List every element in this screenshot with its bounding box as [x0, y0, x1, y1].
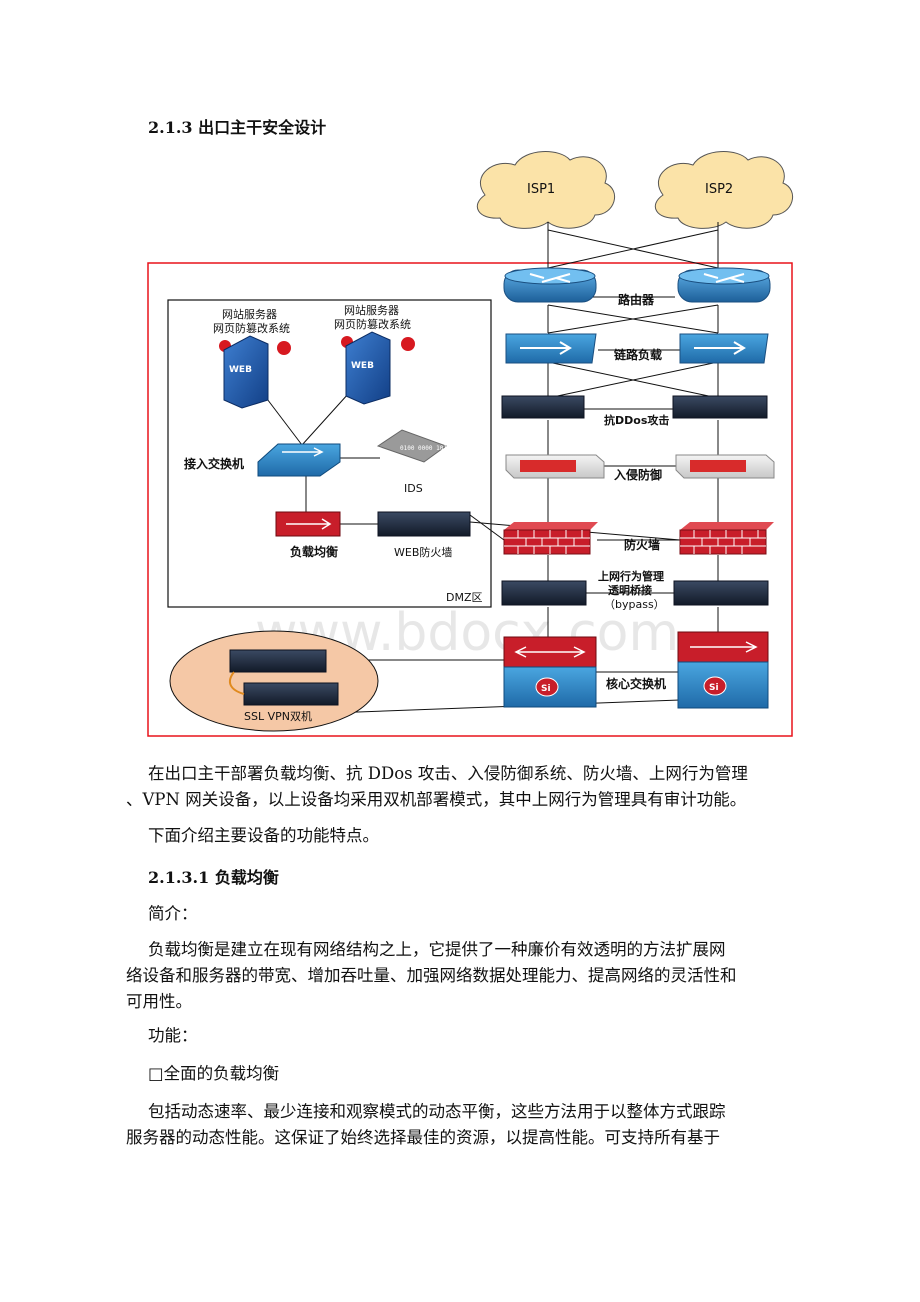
web-server-2-badge: WEB	[351, 361, 374, 371]
access-switch	[257, 443, 341, 477]
paragraph-1-line-1: 在出口主干部署负载均衡、抗 DDos 攻击、入侵防御系统、防火墙、上网行为管理	[148, 764, 748, 783]
firewall-right	[679, 522, 774, 555]
load-balancer	[275, 511, 341, 537]
ids-icon-text: 0100 0000 1011	[400, 445, 451, 452]
web-firewall-label: WEB防火墙	[394, 545, 452, 559]
isp1-cloud: ISP1	[476, 151, 615, 229]
ids-label: IDS	[404, 482, 423, 495]
section-heading: 2.1.3 出口主干安全设计	[148, 118, 327, 137]
network-diagram: www.bdocx.com ISP1 ISP2	[147, 151, 793, 737]
isp1-label: ISP1	[527, 182, 555, 197]
web-server-2-subtitle: 网页防篡改系统	[334, 317, 411, 331]
paragraph-4-line-1: 包括动态速率、最少连接和观察模式的动态平衡，这些方法用于以整体方式跟踪	[148, 1102, 726, 1121]
ids-device: 0100 0000 1011	[376, 429, 451, 463]
isp2-label: ISP2	[705, 182, 733, 197]
anti-ddos-label: 抗DDos攻击	[604, 413, 669, 427]
paragraph-4-line-2: 服务器的动态性能。这保证了始终选择最佳的资源，以提高性能。可支持所有基于	[126, 1128, 720, 1147]
core-switch-right: Si	[677, 631, 769, 709]
anti-ddos-right	[672, 395, 768, 419]
router-label: 路由器	[618, 292, 655, 307]
anti-ddos-left	[501, 395, 585, 419]
dmz-label: DMZ区	[446, 591, 483, 604]
bullet-item: □全面的负载均衡	[148, 1064, 280, 1083]
connection-lines	[257, 222, 719, 714]
router-left	[503, 267, 597, 303]
security-frame	[147, 262, 793, 737]
link-lb-label: 链路负载	[614, 347, 662, 362]
ips-label: 入侵防御	[614, 467, 662, 482]
paragraph-1-line-2: 、VPN 网关设备，以上设备均采用双机部署模式，其中上网行为管理具有审计功能。	[126, 790, 747, 809]
function-label: 功能：	[148, 1026, 198, 1045]
dmz-zone	[167, 299, 492, 608]
behavior-mgmt-label-3: （bypass）	[604, 598, 665, 611]
paragraph-2: 下面介绍主要设备的功能特点。	[148, 826, 379, 845]
intro-label: 简介：	[148, 904, 198, 923]
router-right	[677, 267, 771, 303]
behavior-mgmt-label-2: 透明桥接	[608, 583, 652, 597]
core-switch-left: Si	[503, 636, 597, 708]
web-server-1-title: 网站服务器	[222, 307, 277, 321]
paragraph-3-line-3: 可用性。	[126, 992, 192, 1011]
ips-right	[675, 454, 775, 479]
web-server-2: WEB	[341, 331, 415, 405]
behavior-mgmt-label-1: 上网行为管理	[598, 569, 664, 583]
ssl-vpn-label: SSL VPN双机	[244, 709, 312, 723]
firewall-label: 防火墙	[624, 537, 660, 552]
core-switch-right-si: Si	[709, 683, 719, 693]
web-firewall	[377, 511, 471, 537]
core-switch-left-si: Si	[541, 684, 551, 694]
ips-left	[505, 454, 605, 479]
behavior-mgmt-right	[673, 580, 769, 606]
isp2-cloud: ISP2	[654, 151, 793, 229]
link-lb-right	[679, 333, 769, 364]
load-balancer-label: 负载均衡	[290, 544, 338, 559]
subsection-heading: 2.1.3.1 负载均衡	[148, 868, 279, 887]
core-switch-label: 核心交换机	[606, 676, 666, 691]
behavior-mgmt-left	[501, 580, 587, 606]
web-server-1-badge: WEB	[229, 365, 252, 375]
paragraph-3-line-2: 络设备和服务器的带宽、增加吞吐量、加强网络数据处理能力、提高网络的灵活性和	[126, 966, 737, 985]
web-server-2-title: 网站服务器	[344, 303, 399, 317]
ssl-vpn-device-1	[229, 649, 327, 673]
firewall-left	[503, 522, 598, 555]
ssl-vpn-link	[228, 671, 245, 695]
web-server-1-subtitle: 网页防篡改系统	[213, 321, 290, 335]
web-server-1: WEB	[219, 335, 291, 409]
paragraph-3-line-1: 负载均衡是建立在现有网络结构之上，它提供了一种廉价有效透明的方法扩展网	[148, 940, 726, 959]
access-switch-label: 接入交换机	[184, 456, 244, 471]
ssl-vpn-device-2	[243, 682, 339, 706]
link-lb-left	[505, 333, 597, 364]
